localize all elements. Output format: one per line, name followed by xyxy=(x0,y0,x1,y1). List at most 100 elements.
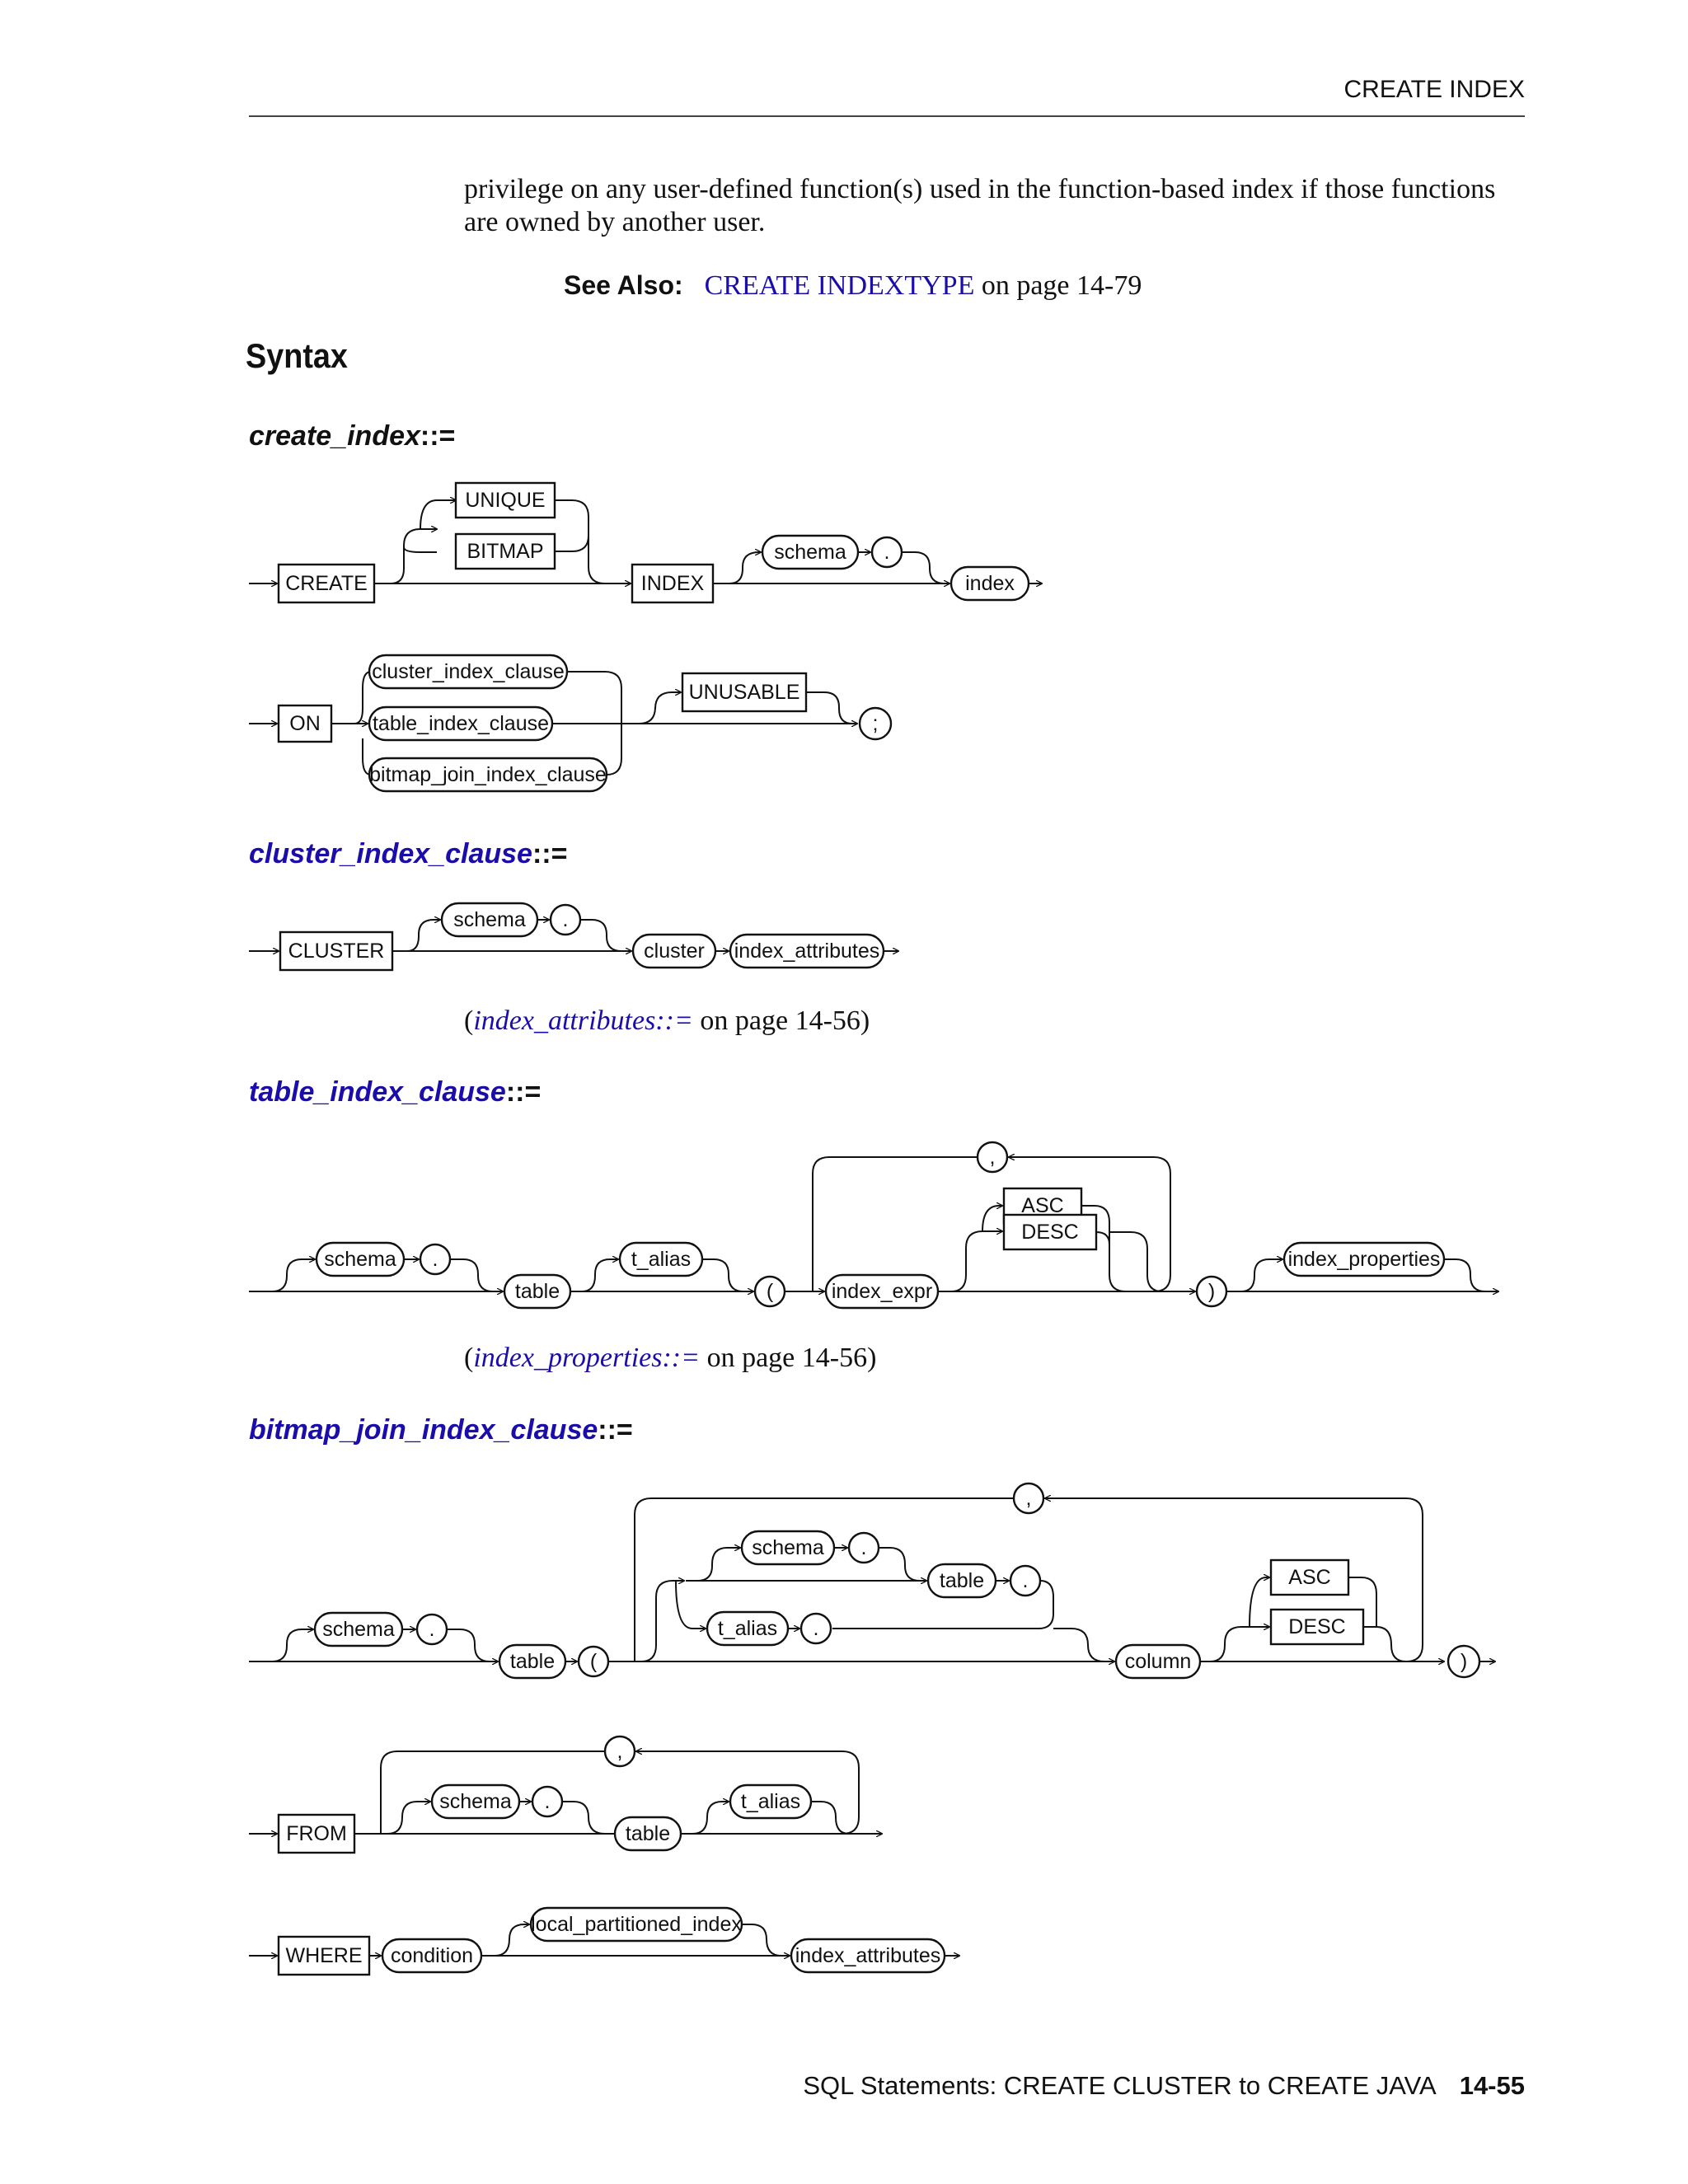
xref-index-properties: (index_properties::= on page 14-56) xyxy=(464,1343,876,1374)
node-schema-label: schema xyxy=(324,1248,396,1271)
diagram-from: FROM , schema . table t_alias xyxy=(249,1735,882,1854)
production-op: ::= xyxy=(598,1414,633,1446)
node-inner-table-label: table xyxy=(940,1569,984,1592)
node-dot-label: . xyxy=(884,541,890,564)
node-index-attributes-label: index_attributes xyxy=(734,940,880,963)
node-desc xyxy=(1269,1608,1365,1646)
node-cluster-label: cluster xyxy=(644,940,705,963)
node-inner-dot2-label: . xyxy=(1023,1569,1029,1592)
node-table-index-clause-label: table_index_clause xyxy=(373,712,549,735)
node-table-label: table xyxy=(626,1822,670,1845)
running-header: CREATE INDEX xyxy=(1343,76,1525,103)
node-bitmap-label: BITMAP xyxy=(467,540,543,563)
node-t-alias-label: t_alias xyxy=(631,1248,691,1271)
node-comma xyxy=(603,1735,636,1768)
node-on-label: ON xyxy=(289,712,321,735)
xref-link[interactable]: index_attributes::= xyxy=(473,1005,693,1036)
production-bitmap-join-index-clause[interactable]: bitmap_join_index_clause::= xyxy=(249,1414,633,1446)
production-name[interactable]: table_index_clause xyxy=(249,1076,506,1108)
diagram-table-index-clause: schema . table t_alias ( , index_expr AS… xyxy=(249,1141,1498,1310)
node-inner-dot3-label: . xyxy=(814,1617,819,1640)
production-cluster-index-clause[interactable]: cluster_index_clause::= xyxy=(249,838,567,870)
node-unusable-label: UNUSABLE xyxy=(689,681,800,704)
footer-title: SQL Statements: CREATE CLUSTER to CREATE… xyxy=(803,2071,1437,2100)
node-table-label: table xyxy=(510,1650,555,1673)
see-also: See Also: CREATE INDEXTYPE on page 14-79 xyxy=(564,270,1142,302)
node-dot-label: . xyxy=(545,1790,551,1813)
node-table-label: table xyxy=(515,1280,560,1303)
node-lparen-label: ( xyxy=(590,1650,598,1673)
node-cluster-keyword-label: CLUSTER xyxy=(288,940,385,963)
node-bitmap-join-index-clause-label: bitmap_join_index_clause xyxy=(369,763,607,786)
node-schema-label: schema xyxy=(439,1790,512,1813)
node-create xyxy=(277,563,376,604)
see-also-suffix: on page 14-79 xyxy=(974,270,1142,301)
node-where-label: WHERE xyxy=(285,1944,362,1967)
diagram-create-index-on: ON cluster_index_clause table_index_clau… xyxy=(249,654,893,793)
node-rparen-label: ) xyxy=(1208,1280,1215,1303)
production-name[interactable]: cluster_index_clause xyxy=(249,838,532,869)
node-rparen-label: ) xyxy=(1461,1650,1467,1673)
page-footer: SQL Statements: CREATE CLUSTER to CREATE… xyxy=(742,2071,1525,2101)
see-also-label: See Also: xyxy=(564,270,683,300)
production-create-index: create_index::= xyxy=(249,420,455,452)
diagram-where: WHERE condition local_partitioned_index … xyxy=(249,1906,959,1976)
node-index-attributes-label: index_attributes xyxy=(795,1944,941,1967)
node-cluster-index-clause-label: cluster_index_clause xyxy=(372,660,564,683)
node-dot-label: . xyxy=(563,908,569,931)
xref-link[interactable]: index_properties::= xyxy=(473,1343,701,1373)
see-also-link[interactable]: CREATE INDEXTYPE xyxy=(704,270,975,301)
node-index-expr-label: index_expr xyxy=(832,1280,932,1303)
production-op: ::= xyxy=(420,420,456,452)
production-op: ::= xyxy=(505,1076,542,1108)
node-index-keyword xyxy=(631,563,715,604)
node-t-alias-label: t_alias xyxy=(741,1790,800,1813)
xref-index-attributes: (index_attributes::= on page 14-56) xyxy=(464,1005,870,1037)
node-dot-label: . xyxy=(433,1248,438,1271)
node-semicolon-label: ; xyxy=(873,712,879,735)
node-index-label: index xyxy=(965,572,1015,595)
node-comma xyxy=(1012,1482,1045,1515)
footer-page-number: 14-55 xyxy=(1459,2071,1525,2100)
node-unusable xyxy=(681,672,808,713)
xref-rest: on page 14-56) xyxy=(700,1343,877,1373)
node-index-properties-label: index_properties xyxy=(1288,1248,1441,1271)
node-t-alias-label: t_alias xyxy=(718,1617,777,1640)
node-condition-label: condition xyxy=(391,1944,473,1967)
header-rule xyxy=(249,115,1525,117)
node-inner-dot3 xyxy=(799,1612,832,1645)
node-inner-schema-label: schema xyxy=(752,1536,824,1559)
node-asc-label: ASC xyxy=(1021,1194,1063,1217)
node-schema-label: schema xyxy=(453,908,526,931)
diagram-create-index: CREATE UNIQUE BITMAP INDEX schema . inde… xyxy=(249,481,1042,604)
production-op: ::= xyxy=(532,838,568,869)
node-desc-label: DESC xyxy=(1288,1615,1345,1638)
node-desc-label: DESC xyxy=(1021,1221,1078,1244)
node-local-partitioned-index-label: local_partitioned_index xyxy=(531,1913,742,1936)
node-comma xyxy=(976,1141,1009,1174)
production-name[interactable]: bitmap_join_index_clause xyxy=(249,1414,598,1446)
node-column-label: column xyxy=(1125,1650,1192,1673)
node-comma-label: , xyxy=(617,1740,623,1763)
node-schema-label: schema xyxy=(322,1618,395,1641)
node-create-label: CREATE xyxy=(285,572,368,595)
production-name: create_index xyxy=(249,420,420,452)
node-semicolon xyxy=(858,706,893,741)
node-unique-label: UNIQUE xyxy=(465,489,545,512)
diagram-bitmap-join-index-clause: schema . table ( , schema . table . t_al… xyxy=(249,1482,1495,1680)
xref-open: ( xyxy=(464,1005,474,1036)
node-dot-label: . xyxy=(429,1618,435,1641)
node-comma-label: , xyxy=(990,1146,996,1169)
production-table-index-clause[interactable]: table_index_clause::= xyxy=(249,1076,541,1108)
node-from-label: FROM xyxy=(286,1822,347,1845)
node-lparen-label: ( xyxy=(767,1280,774,1303)
section-title: Syntax xyxy=(246,336,348,375)
intro-paragraph: privilege on any user-defined function(s… xyxy=(464,174,1496,237)
xref-open: ( xyxy=(464,1343,474,1373)
node-desc xyxy=(1002,1213,1098,1251)
node-inner-dot1-label: . xyxy=(861,1536,867,1559)
node-asc-label: ASC xyxy=(1288,1566,1330,1589)
xref-rest: on page 14-56) xyxy=(692,1005,870,1036)
diagram-cluster-index-clause: CLUSTER schema . cluster index_attribute… xyxy=(249,902,898,972)
